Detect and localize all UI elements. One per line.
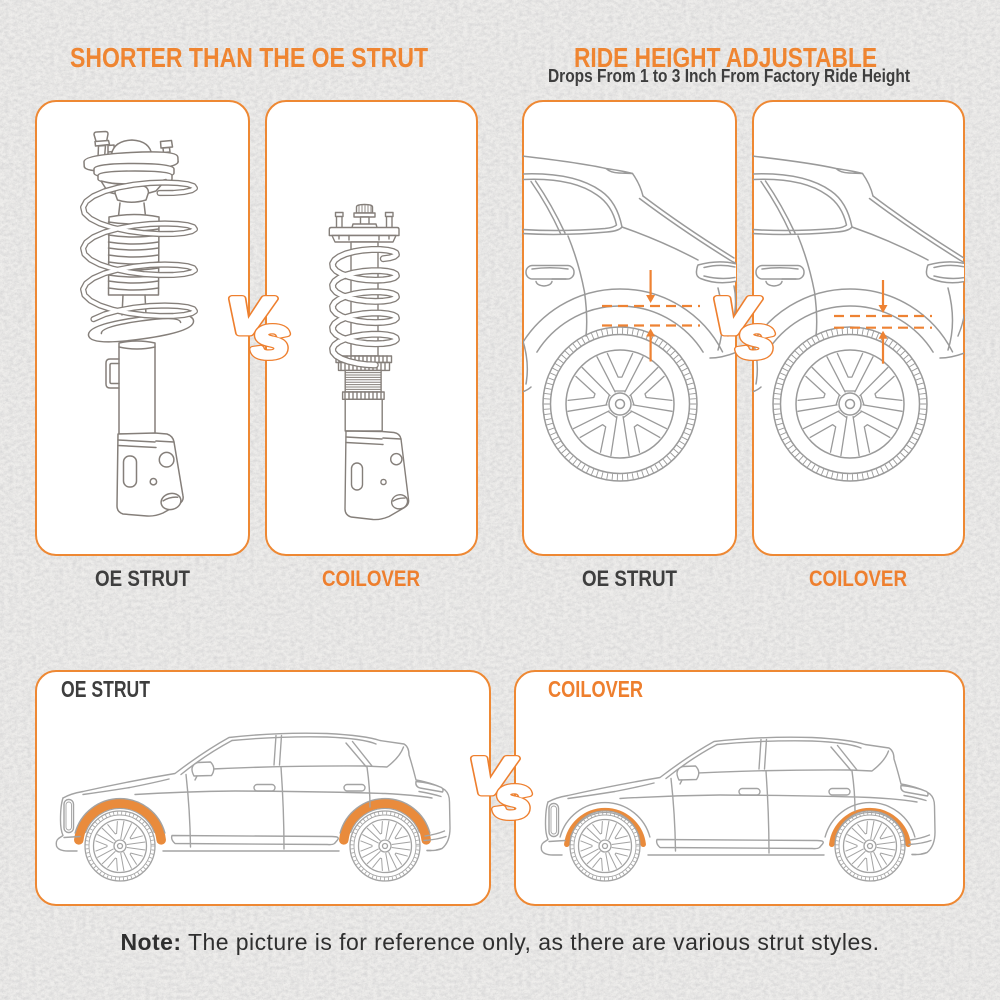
svg-text:V: V [469, 748, 517, 804]
svg-text:V: V [469, 748, 517, 804]
svg-text:RIDE HEIGHT ADJUSTABLE: RIDE HEIGHT ADJUSTABLE [574, 45, 877, 73]
svg-text:SHORTER THAN THE OE STRUT: SHORTER THAN THE OE STRUT [70, 45, 428, 73]
svg-text:S: S [738, 319, 773, 367]
svg-text:S: S [253, 319, 288, 367]
svg-text:S: S [253, 319, 288, 367]
svg-text:COILOVER: COILOVER [809, 568, 907, 591]
svg-text:V: V [712, 288, 760, 344]
svg-text:V: V [227, 288, 275, 344]
svg-text:OE STRUT: OE STRUT [582, 568, 677, 591]
svg-text:S: S [495, 779, 530, 827]
svg-text:OE STRUT: OE STRUT [95, 568, 190, 591]
svg-text:V: V [227, 288, 275, 344]
svg-text:Drops From 1 to 3 Inch From Fa: Drops From 1 to 3 Inch From Factory Ride… [548, 66, 910, 86]
svg-text:S: S [495, 779, 530, 827]
svg-text:V: V [712, 288, 760, 344]
svg-text:S: S [738, 319, 773, 367]
svg-text:OE STRUT: OE STRUT [61, 678, 150, 702]
svg-text:COILOVER: COILOVER [322, 568, 420, 591]
svg-text:COILOVER: COILOVER [548, 678, 643, 702]
